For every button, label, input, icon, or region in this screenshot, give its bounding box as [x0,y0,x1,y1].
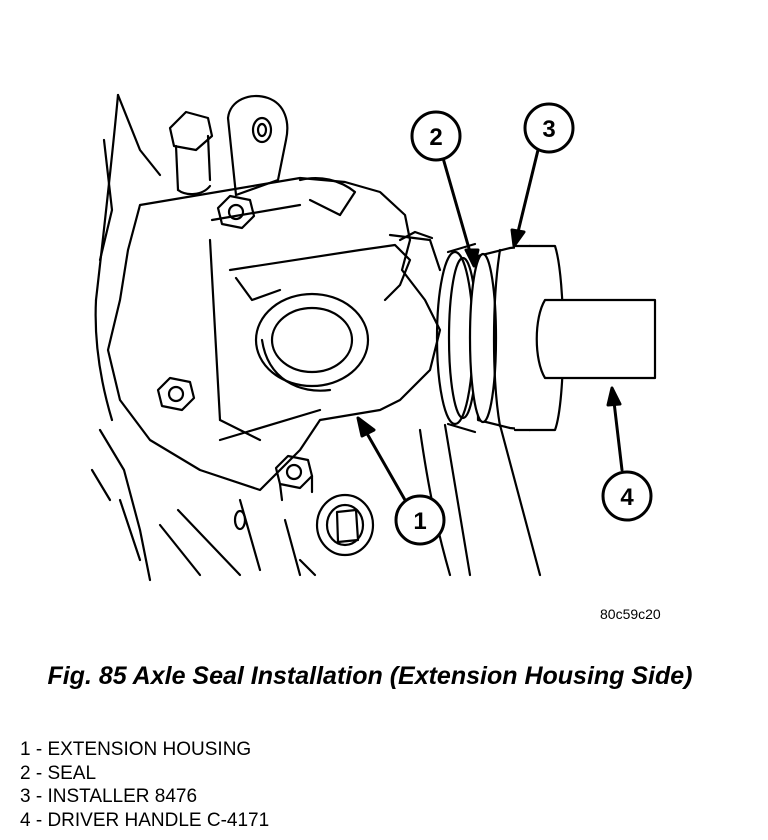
callout-1: 1 [394,494,446,546]
small-hole [233,509,247,531]
callout-legend: 1 - EXTENSION HOUSING 2 - SEAL 3 - INSTA… [20,738,620,832]
mounting-bolt-left [156,376,196,412]
mounting-bolt-upper [216,194,256,230]
illustration-svg: 1 2 3 4 [90,93,657,582]
mounting-bolt-lower [274,454,314,502]
legend-item: 2 - SEAL [20,762,97,784]
extension-housing-body [106,176,442,492]
seal-ring [435,242,479,434]
upper-bracket [226,94,289,197]
callout-2: 2 [410,110,462,162]
top-bolt [168,110,214,196]
housing-bore [254,292,370,392]
figure-code: 80c59c20 [600,606,661,622]
callout-4-number: 4 [620,484,634,511]
legend-item: 4 - DRIVER HANDLE C-4171 [20,809,270,831]
background-housing-lines [90,93,542,582]
callout-3: 3 [523,102,575,154]
installer-tool [468,244,565,432]
axle-seal-illustration: 1 2 3 4 [90,93,657,582]
callout-leaders [356,148,624,502]
driver-handle [535,298,657,380]
legend-item: 3 - INSTALLER 8476 [20,786,198,807]
callout-2-number: 2 [429,124,442,151]
legend-item: 1 - EXTENSION HOUSING [20,739,252,760]
figure-caption: Fig. 85 Axle Seal Installation (Extensio… [47,662,693,690]
callout-3-number: 3 [542,116,555,143]
callout-1-number: 1 [413,508,426,535]
lower-plug [315,493,375,557]
callout-4: 4 [601,470,653,522]
